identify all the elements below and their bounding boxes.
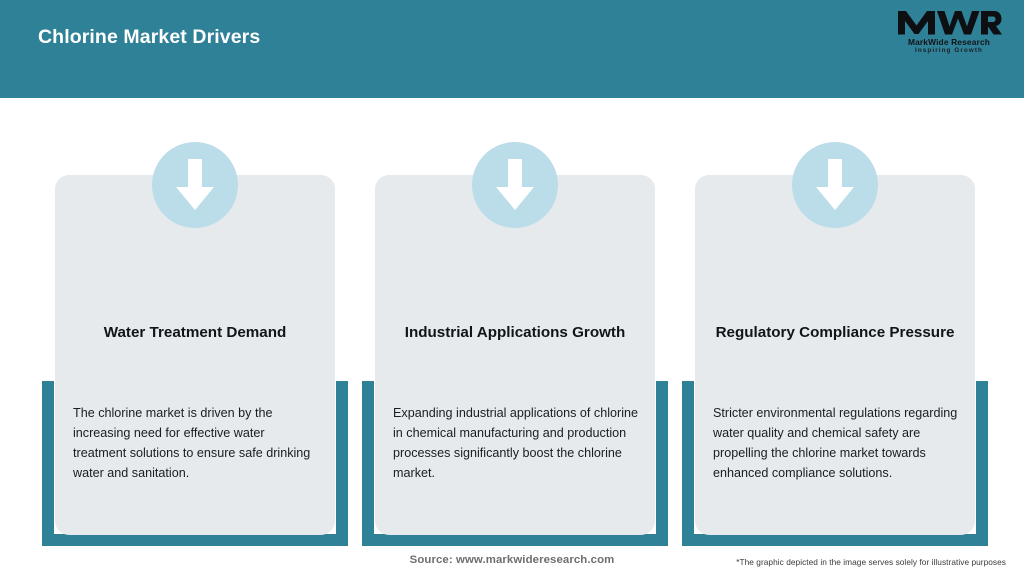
card-body-text: Expanding industrial applications of chl… bbox=[393, 406, 639, 480]
card-title: Regulatory Compliance Pressure bbox=[715, 324, 955, 341]
card-accent-frame bbox=[682, 381, 988, 546]
card-surface[interactable]: Water Treatment Demand The chlorine mark… bbox=[55, 175, 335, 535]
card-body-text: Stricter environmental regulations regar… bbox=[713, 406, 958, 480]
mwr-monogram-icon bbox=[898, 11, 1002, 35]
arrow-down-icon bbox=[816, 159, 854, 210]
disclaimer-label: *The graphic depicted in the image serve… bbox=[736, 557, 1006, 567]
card-surface[interactable]: Industrial Applications Growth Expanding… bbox=[375, 175, 655, 535]
card-title: Water Treatment Demand bbox=[103, 324, 287, 341]
card-title: Industrial Applications Growth bbox=[404, 324, 626, 341]
logo-company-name: MarkWide Research bbox=[907, 37, 991, 47]
source-label: Source: www.markwideresearch.com bbox=[409, 554, 615, 566]
driver-card-3: Regulatory Compliance Pressure Stricter … bbox=[682, 98, 988, 546]
arrow-down-icon bbox=[176, 159, 214, 210]
card-icon-badge bbox=[472, 142, 558, 228]
driver-card-2: Industrial Applications Growth Expanding… bbox=[362, 98, 668, 546]
card-body-text: The chlorine market is driven by the inc… bbox=[73, 406, 311, 480]
brand-logo: MarkWide Research Inspiring Growth bbox=[896, 9, 1002, 59]
page-header: Chlorine Market Drivers MarkWide Researc… bbox=[0, 0, 1024, 98]
arrow-down-icon bbox=[496, 159, 534, 210]
drivers-card-row: Water Treatment Demand The chlorine mark… bbox=[0, 98, 1024, 546]
card-accent-frame bbox=[42, 381, 348, 546]
logo-tagline: Inspiring Growth bbox=[915, 47, 983, 54]
card-icon-badge bbox=[152, 142, 238, 228]
driver-card-1: Water Treatment Demand The chlorine mark… bbox=[42, 98, 348, 546]
card-accent-frame bbox=[362, 381, 668, 546]
card-surface[interactable]: Regulatory Compliance Pressure Stricter … bbox=[695, 175, 975, 535]
page-title: Chlorine Market Drivers bbox=[38, 26, 261, 48]
card-icon-badge bbox=[792, 142, 878, 228]
